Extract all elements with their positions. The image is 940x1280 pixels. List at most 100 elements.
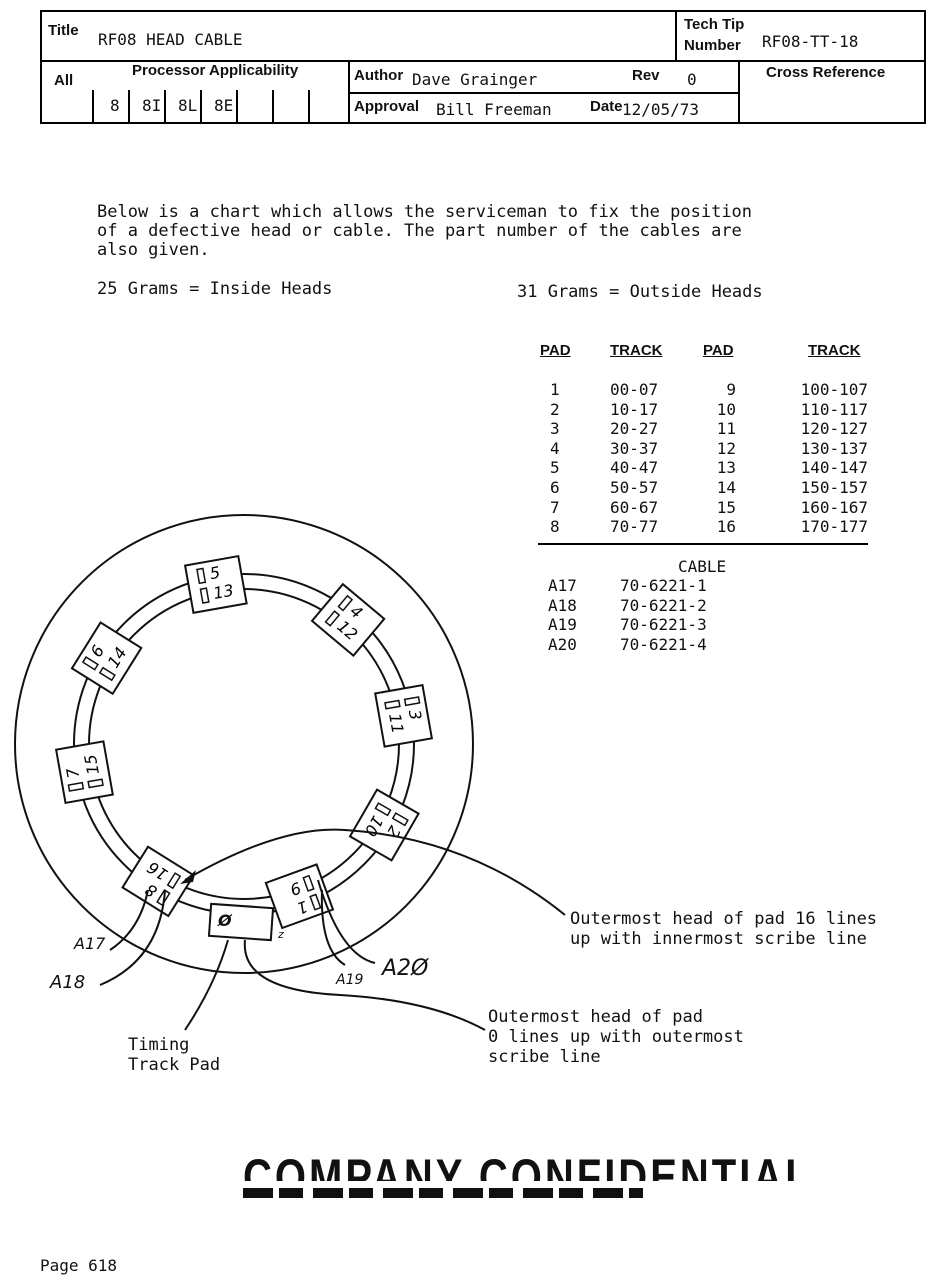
head-element bbox=[98, 666, 116, 682]
callout-16-leader bbox=[184, 828, 566, 916]
pad-box-frame bbox=[374, 683, 434, 748]
title-value: RF08 HEAD CABLE bbox=[98, 30, 243, 49]
table-cell: 9 bbox=[726, 380, 736, 399]
table-cell: 11 bbox=[716, 419, 736, 439]
pad-box-frame bbox=[348, 788, 420, 862]
table-cell: 14 bbox=[716, 478, 736, 497]
timing-small-mark: z bbox=[277, 928, 284, 941]
cable-label-a18: A18 bbox=[50, 972, 86, 993]
timing-label-2: Track Pad bbox=[128, 1055, 221, 1075]
cable-cell: A19 bbox=[548, 615, 577, 635]
header-box: Title RF08 HEAD CABLE Tech Tip Number RF… bbox=[40, 10, 926, 124]
table-rule bbox=[538, 543, 868, 545]
head-element bbox=[309, 893, 322, 911]
cable-label-a17: A17 bbox=[74, 934, 106, 953]
table-cell: 1 bbox=[550, 380, 560, 399]
pad-box: 513 bbox=[183, 554, 248, 614]
table-cell: 70-77 bbox=[610, 517, 659, 537]
approval-value: Bill Freeman bbox=[436, 100, 552, 119]
pad-number-label: 13 bbox=[212, 581, 235, 603]
table-cell: 16 bbox=[716, 517, 736, 537]
callout-16-line-1: Outermost head of pad 16 lines bbox=[570, 909, 878, 929]
head-element bbox=[391, 812, 409, 827]
cable-a18-line bbox=[99, 889, 166, 986]
pad-box: 412 bbox=[310, 582, 386, 658]
timing-pad-label: Ø bbox=[218, 911, 232, 930]
table-cell: 3 bbox=[550, 419, 560, 439]
pad-box: 614 bbox=[70, 621, 143, 696]
processor-8: 8 bbox=[110, 96, 120, 115]
processor-label: Processor Applicability bbox=[132, 62, 299, 79]
pad-box-frame bbox=[70, 621, 143, 696]
crossref-label: Cross Reference bbox=[766, 64, 886, 81]
cable-header: CABLE bbox=[678, 557, 727, 576]
cable-a19-line bbox=[320, 889, 346, 966]
divider bbox=[675, 12, 677, 60]
table-cell: 40-47 bbox=[610, 458, 659, 478]
pad-number-label: 11 bbox=[385, 712, 407, 735]
divider bbox=[200, 90, 202, 124]
grams-inside: 25 Grams = Inside Heads bbox=[97, 279, 333, 299]
table-cell: 00-07 bbox=[610, 380, 659, 399]
rev-value: 0 bbox=[687, 70, 697, 89]
divider bbox=[272, 90, 274, 124]
timing-label-1: Timing bbox=[128, 1035, 190, 1055]
pad-number-label: 7 bbox=[63, 766, 84, 780]
table-cell: 160-167 bbox=[800, 497, 868, 517]
table-cell: 7 bbox=[550, 497, 560, 517]
table-cell: 10 bbox=[716, 399, 736, 419]
table-cell: 10-17 bbox=[610, 399, 659, 419]
table-cell: 20-27 bbox=[610, 419, 659, 439]
pad-box: 210 bbox=[348, 788, 420, 862]
intro-line-1: Below is a chart which allows the servic… bbox=[97, 202, 753, 222]
cable-cell: 70-6221-3 bbox=[620, 615, 707, 635]
callout-0-line-3: scribe line bbox=[488, 1047, 601, 1067]
callout-0-leader bbox=[243, 939, 486, 1031]
pad-box: 816 bbox=[121, 845, 196, 918]
head-element bbox=[87, 778, 104, 789]
head-element bbox=[302, 874, 315, 892]
cable-label-a19: A19 bbox=[336, 972, 364, 988]
table-cell: 15 bbox=[716, 497, 736, 517]
table-header: PAD bbox=[703, 342, 734, 359]
pad-box: 311 bbox=[374, 683, 434, 748]
arrow-head bbox=[180, 870, 196, 884]
pad-box-frame bbox=[54, 740, 114, 805]
table-cell: 110-117 bbox=[800, 399, 868, 419]
table-cell: 4 bbox=[550, 438, 560, 458]
cable-cell: A18 bbox=[548, 595, 577, 615]
pad-box-frame bbox=[183, 554, 248, 614]
head-element bbox=[196, 567, 207, 585]
callout-0-line-1: Outermost head of pad bbox=[488, 1007, 703, 1027]
outer-disk-circle bbox=[14, 514, 474, 974]
pad-number-label: 5 bbox=[208, 563, 221, 583]
callout-16-line-2: up with innermost scribe line bbox=[570, 929, 867, 949]
head-element bbox=[199, 587, 210, 604]
cable-cell: 70-6221-1 bbox=[620, 576, 707, 595]
page-number: Page 618 bbox=[40, 1256, 118, 1275]
title-label: Title bbox=[48, 22, 79, 39]
table-cell: 5 bbox=[550, 458, 560, 478]
pad-box: 715 bbox=[54, 740, 114, 805]
table-cell: 8 bbox=[550, 517, 560, 537]
processor-8i: 8I bbox=[142, 96, 162, 115]
cable-cell: A20 bbox=[548, 634, 577, 654]
grams-outside: 31 Grams = Outside Heads bbox=[517, 282, 763, 302]
approval-label: Approval bbox=[354, 98, 420, 115]
divider bbox=[350, 92, 738, 94]
divider bbox=[128, 90, 130, 124]
head-element bbox=[156, 889, 171, 907]
all-label: All bbox=[54, 72, 74, 89]
table-header: PAD bbox=[540, 342, 571, 359]
table-cell: 30-37 bbox=[610, 438, 659, 458]
table-cell: 6 bbox=[550, 478, 560, 497]
pad-box-frame bbox=[310, 582, 386, 658]
table-cell: 50-57 bbox=[610, 478, 659, 497]
processor-8e: 8E bbox=[214, 96, 234, 115]
timing-leader bbox=[184, 939, 229, 1031]
cable-a20-line bbox=[317, 879, 376, 964]
table-cell: 120-127 bbox=[800, 419, 868, 439]
head-element bbox=[403, 696, 421, 707]
table-cell: 13 bbox=[716, 458, 736, 478]
